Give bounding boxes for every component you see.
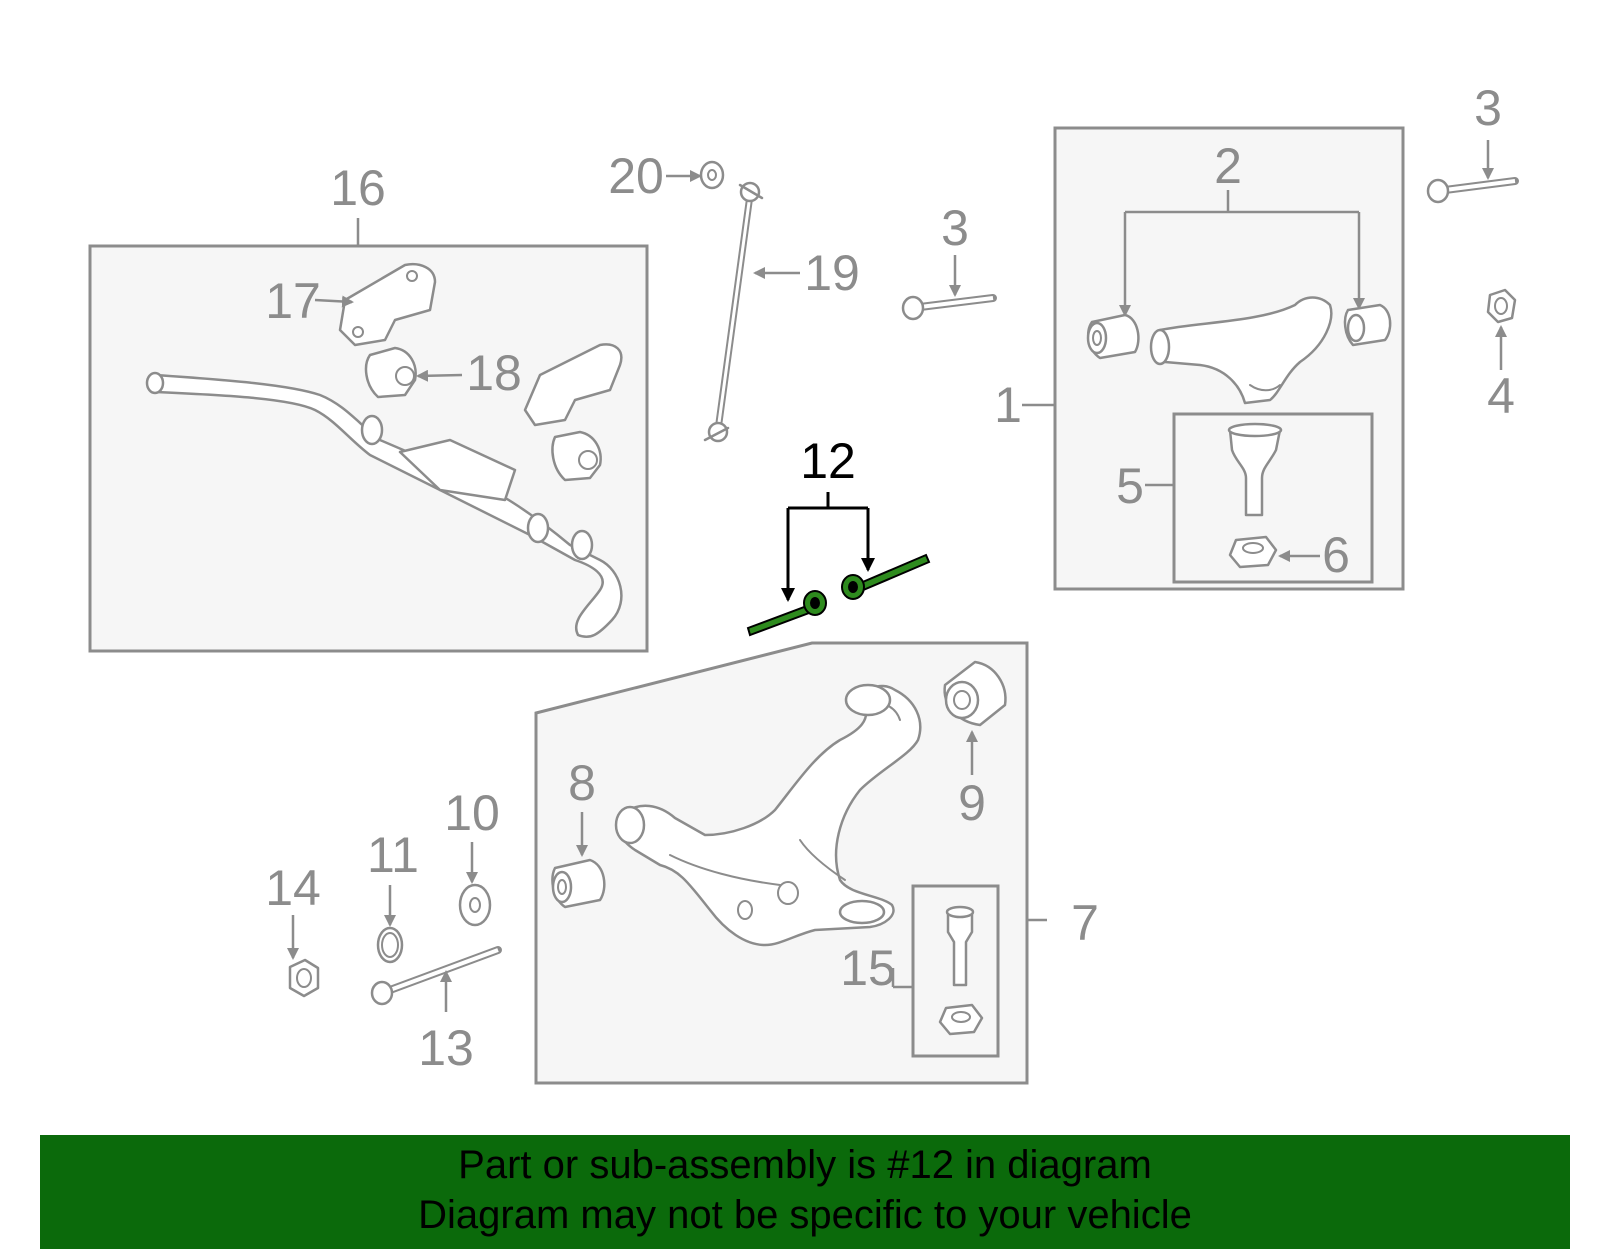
stabilizer-bar-damper (398, 438, 517, 502)
stabilizer-link-nut (699, 160, 725, 190)
callout-18[interactable]: 18 (466, 345, 522, 401)
info-banner: Part or sub-assembly is #12 in diagram D… (40, 1135, 1570, 1249)
callout-6[interactable]: 6 (1322, 527, 1350, 583)
banner-line-1: Part or sub-assembly is #12 in diagram (458, 1143, 1152, 1187)
stabilizer-link-group: 19 20 (608, 148, 860, 443)
callout-3-right[interactable]: 3 (1474, 80, 1502, 136)
stabilizer-bracket-2 (523, 343, 623, 427)
lower-ball-joint-nut (938, 1003, 984, 1036)
lower-arm-nut (288, 958, 320, 998)
lower-ball-joint (946, 910, 974, 987)
lower-arm-bolt (370, 980, 394, 1006)
lower-arm-cam-washer (458, 883, 492, 927)
callout-1[interactable]: 1 (994, 377, 1022, 433)
lower-arm-hardware: 14 11 10 13 (265, 785, 502, 1076)
upper-arm-nut (1486, 288, 1517, 324)
stabilizer-bushing (364, 346, 417, 399)
stabilizer-bracket (338, 263, 437, 347)
callout-5[interactable]: 5 (1116, 458, 1144, 514)
callout-4[interactable]: 4 (1487, 368, 1515, 424)
stabilizer-bar (153, 373, 623, 639)
lower-control-arm-group: 7 8 9 15 (534, 641, 1099, 1085)
callout-2[interactable]: 2 (1214, 138, 1242, 194)
lower-control-arm (615, 684, 922, 947)
banner-line-2: Diagram may not be specific to your vehi… (418, 1193, 1192, 1237)
upper-arm-bolt-right: 3 4 (1426, 80, 1519, 424)
callout-13[interactable]: 13 (418, 1020, 474, 1076)
callout-20[interactable]: 20 (608, 148, 664, 204)
callout-16[interactable]: 16 (330, 160, 386, 216)
callout-15[interactable]: 15 (840, 940, 896, 996)
stabilizer-bar-end (145, 371, 165, 395)
callout-8[interactable]: 8 (568, 755, 596, 811)
upper-ball-joint (1228, 428, 1282, 517)
callout-7[interactable]: 7 (1071, 895, 1099, 951)
stabilizer-bushing-2 (551, 430, 602, 482)
callout-9[interactable]: 9 (958, 775, 986, 831)
callout-10[interactable]: 10 (444, 785, 500, 841)
callout-11[interactable]: 11 (367, 827, 419, 883)
callout-17[interactable]: 17 (265, 273, 321, 329)
callout-3-center[interactable]: 3 (941, 200, 969, 256)
upper-control-arm (1152, 296, 1333, 405)
callout-14[interactable]: 14 (265, 860, 321, 916)
callout-12[interactable]: 12 (800, 433, 856, 489)
upper-arm-bolt-center: 3 (901, 200, 997, 321)
callout-19[interactable]: 19 (804, 245, 860, 301)
upper-control-arm-group: 1 2 5 6 (994, 126, 1405, 591)
highlighted-part-12[interactable]: 12 (746, 433, 931, 637)
stabilizer-bar-group: 16 17 18 (88, 160, 649, 653)
